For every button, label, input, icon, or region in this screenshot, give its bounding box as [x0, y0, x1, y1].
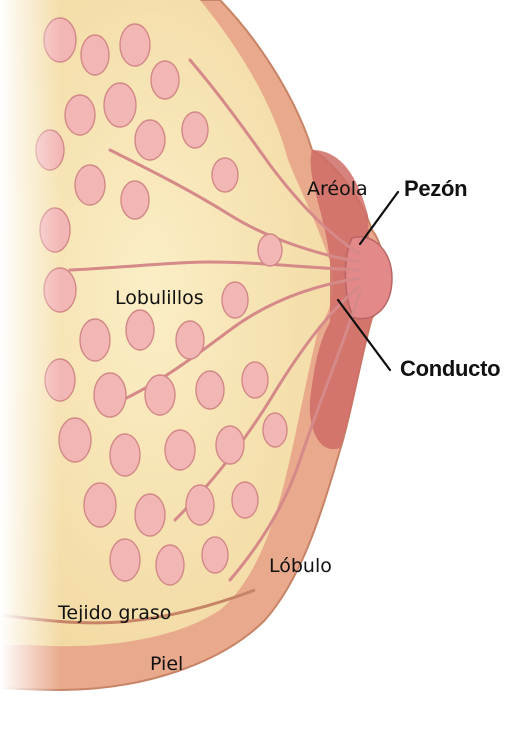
areola-label: Aréola — [307, 180, 368, 199]
tejido-graso-label: Tejido graso — [58, 604, 171, 623]
lobulo-label: Lóbulo — [269, 557, 332, 576]
piel-label: Piel — [150, 655, 183, 674]
conducto-label: Conducto — [400, 358, 500, 380]
lobulillos-label: Lobulillos — [115, 289, 204, 308]
pezon-label: Pezón — [404, 178, 467, 200]
